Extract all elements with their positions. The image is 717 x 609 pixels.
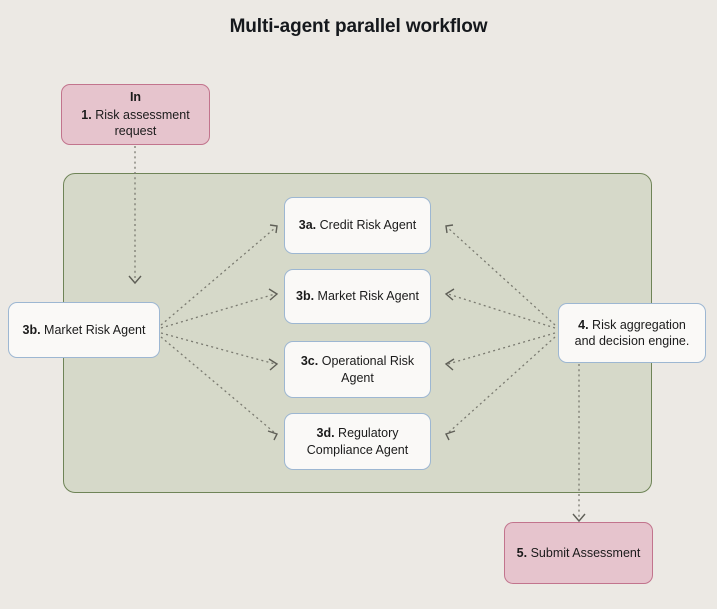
node-market-risk-agent[interactable]: 3b. Market Risk Agent [284, 269, 431, 324]
node-risk-aggregation-engine[interactable]: 4. Risk aggregation and decision engine. [558, 303, 706, 363]
page-title: Multi-agent parallel workflow [229, 16, 488, 37]
node-submit-step: 5. [516, 545, 528, 560]
node-aggregation-label: Risk aggregation and decision engine. [574, 317, 690, 349]
node-operational-label: Operational Risk Agent [321, 354, 415, 385]
node-operational-risk-agent[interactable]: 3c. Operational Risk Agent [284, 341, 431, 398]
node-submit-assessment[interactable]: 5. Submit Assessment [504, 522, 653, 584]
node-aggregation-step: 4. [578, 317, 589, 332]
node-input-request[interactable]: In 1. Risk assessment request [61, 84, 210, 145]
node-credit-risk-agent[interactable]: 3a. Credit Risk Agent [284, 197, 431, 254]
node-market-label: Market Risk Agent [317, 289, 419, 304]
node-entry-market-risk-agent[interactable]: 3b. Market Risk Agent [8, 302, 160, 358]
node-entry-label: Market Risk Agent [44, 322, 146, 337]
node-credit-label: Credit Risk Agent [319, 218, 417, 233]
node-input-header: In [129, 90, 142, 105]
node-entry-step: 3b. [22, 322, 41, 337]
node-market-step: 3b. [296, 289, 315, 304]
node-regulatory-compliance-agent[interactable]: 3d. Regulatory Compliance Agent [284, 413, 431, 470]
node-credit-step: 3a. [298, 218, 317, 233]
node-regulatory-step: 3d. [316, 426, 335, 440]
node-submit-label: Submit Assessment [530, 545, 641, 560]
node-input-step: 1. [81, 107, 92, 122]
node-operational-step: 3c. [300, 354, 319, 368]
node-input-label: Risk assessment request [95, 107, 190, 139]
node-regulatory-label: Regulatory Compliance Agent [306, 426, 409, 457]
